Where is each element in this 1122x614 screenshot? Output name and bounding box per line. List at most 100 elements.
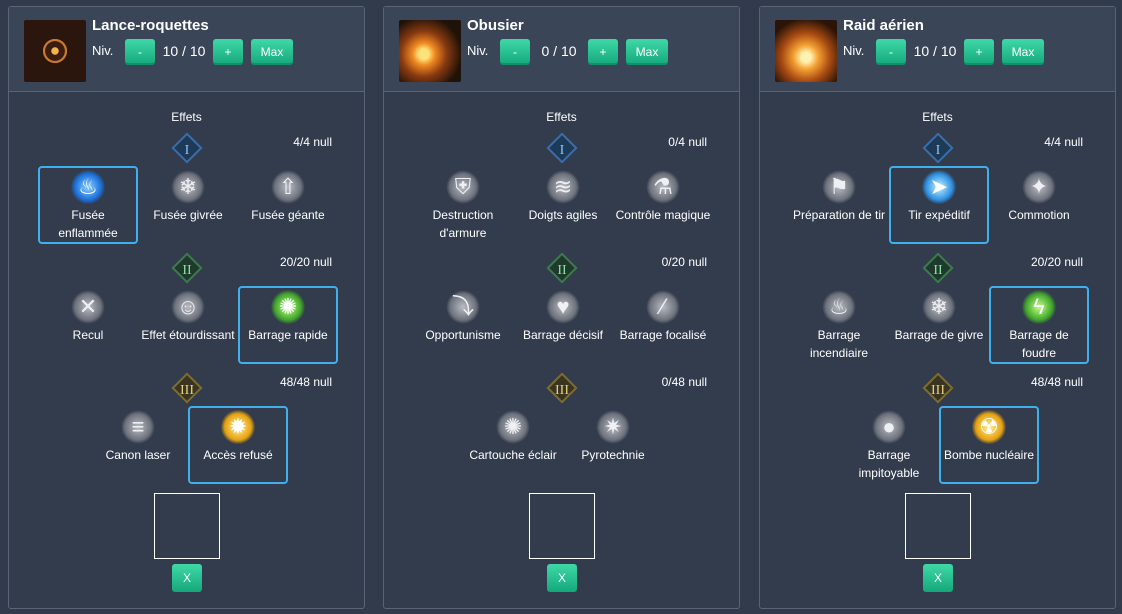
skill-option[interactable]: ⚑Préparation de tir xyxy=(789,166,889,244)
tier-point-count: 0/4 null xyxy=(668,135,707,149)
level-increase-button[interactable]: + xyxy=(213,39,243,65)
effects-heading: Effets xyxy=(171,110,202,124)
tier-numeral: I xyxy=(559,142,565,158)
skill-title: Lance-roquettes xyxy=(92,17,209,34)
skill-option[interactable]: ⛨Destruction d'armure xyxy=(413,166,513,244)
skill-option[interactable]: ♥ Barrage décisif xyxy=(513,286,613,364)
skill-option[interactable]: ≡Canon laser xyxy=(88,406,188,484)
skill-option[interactable]: ✺ Barrage rapide xyxy=(238,286,338,364)
heart-bar-icon: ♥ xyxy=(546,290,580,324)
skill-option[interactable]: ⇧ Fusée géante xyxy=(238,166,338,244)
skill-option[interactable]: ✦Commotion xyxy=(989,166,1089,244)
skill-option[interactable]: ✷ Pyrotechnie xyxy=(563,406,663,484)
clear-slot-button[interactable]: X xyxy=(547,564,577,592)
skill-option[interactable]: ➤Tir expéditif xyxy=(889,166,989,244)
tier-1-badge-icon: I xyxy=(171,132,203,164)
skill-option-label: Barrage décisif xyxy=(522,328,604,342)
level-decrease-button[interactable]: - xyxy=(125,39,155,65)
clear-slot-button[interactable]: X xyxy=(923,564,953,592)
tier-point-count: 4/4 null xyxy=(1044,135,1083,149)
snowflake-icon: ❄ xyxy=(922,290,956,324)
level-value: 0 / 10 xyxy=(541,43,577,59)
level-label: Niv. xyxy=(843,43,865,58)
falling-figure-icon: ⤵ xyxy=(446,290,480,324)
skill-option-label: Fusée enflammée xyxy=(58,208,118,240)
tier-numeral: I xyxy=(184,142,190,158)
level-max-button[interactable]: Max xyxy=(1002,39,1044,65)
rune-slot[interactable] xyxy=(529,493,595,559)
tier-numeral: II xyxy=(557,262,567,278)
bomb-cluster-icon: ● xyxy=(872,410,906,444)
fire-icon: ♨ xyxy=(822,290,856,324)
skill-option[interactable]: ● Barrage impitoyable xyxy=(839,406,939,484)
skill-option[interactable]: ❄ Barrage de givre xyxy=(889,286,989,364)
skill-option-label: Opportunisme xyxy=(425,328,501,342)
tier-point-count: 0/48 null xyxy=(661,375,707,389)
tier-2-badge-icon: II xyxy=(922,252,954,284)
skill-option-label: Canon laser xyxy=(105,448,171,462)
skill-option[interactable]: ✹Accès refusé xyxy=(188,406,288,484)
skill-option[interactable]: ⚗Contrôle magique xyxy=(613,166,713,244)
rune-slot[interactable] xyxy=(154,493,220,559)
tier-2-badge-icon: II xyxy=(171,252,203,284)
level-max-button[interactable]: Max xyxy=(251,39,293,65)
skill-option-label: Bombe nucléaire xyxy=(943,448,1035,462)
green-barrage-icon: ✺ xyxy=(271,290,305,324)
clear-slot-button[interactable]: X xyxy=(172,564,202,592)
skill-option[interactable]: ☢Bombe nucléaire xyxy=(939,406,1039,484)
level-increase-button[interactable]: + xyxy=(588,39,618,65)
flash-burst-icon: ✺ xyxy=(496,410,530,444)
skill-option[interactable]: ⤵ Opportunisme xyxy=(413,286,513,364)
tier-numeral: II xyxy=(933,262,943,278)
skill-option[interactable]: ☺ Effet étourdissant xyxy=(138,286,238,364)
tier-point-count: 48/48 null xyxy=(1030,375,1083,389)
effects-heading: Effets xyxy=(922,110,953,124)
effects-heading: Effets xyxy=(546,110,577,124)
tier-point-count: 0/20 null xyxy=(661,255,707,269)
potion-flask-icon: ⚗ xyxy=(646,170,680,204)
level-decrease-button[interactable]: - xyxy=(876,39,906,65)
tier-1-badge-icon: I xyxy=(546,132,578,164)
skill-title: Raid aérien xyxy=(843,17,924,34)
level-max-button[interactable]: Max xyxy=(626,39,668,65)
level-decrease-button[interactable]: - xyxy=(500,39,530,65)
tier-point-count: 48/48 null xyxy=(279,375,332,389)
skill-option[interactable]: ❄ Fusée givrée xyxy=(138,166,238,244)
snowflake-icon: ❄ xyxy=(171,170,205,204)
level-value: 10 / 10 xyxy=(913,43,957,59)
skill-option[interactable]: ♨ Fusée enflammée xyxy=(38,166,138,244)
skill-option-label: Barrage de givre xyxy=(894,328,984,342)
skill-option-label: Fusée géante xyxy=(251,208,325,222)
sparkle-burst-icon: ✷ xyxy=(596,410,630,444)
level-increase-button[interactable]: + xyxy=(964,39,994,65)
skill-option-label: Barrage impitoyable xyxy=(858,448,920,480)
tier-2-badge-icon: II xyxy=(546,252,578,284)
skill-option-label: Barrage rapide xyxy=(248,328,328,342)
skill-option[interactable]: ⁄Barrage focalisé xyxy=(613,286,713,364)
level-label: Niv. xyxy=(467,43,489,58)
skill-option-label: Effet étourdissant xyxy=(141,328,235,342)
tier-numeral: III xyxy=(555,382,569,398)
giant-rocket-icon: ⇧ xyxy=(271,170,305,204)
level-value: 10 / 10 xyxy=(162,43,206,59)
skill-title: Obusier xyxy=(467,17,524,34)
skill-option[interactable]: ✺Cartouche éclair xyxy=(463,406,563,484)
rune-slot[interactable] xyxy=(905,493,971,559)
skill-option-label: Commotion xyxy=(1008,208,1070,222)
tier-numeral: II xyxy=(182,262,192,278)
skill-option-label: Fusée givrée xyxy=(153,208,223,222)
stunned-person-icon: ☺ xyxy=(171,290,205,324)
tier-1-badge-icon: I xyxy=(922,132,954,164)
blue-flame-icon: ♨ xyxy=(71,170,105,204)
focused-streaks-icon: ⁄ xyxy=(646,290,680,324)
tier-point-count: 20/20 null xyxy=(279,255,332,269)
skill-option[interactable]: ≋Doigts agiles xyxy=(513,166,613,244)
skill-option[interactable]: ✕Recul xyxy=(38,286,138,364)
skill-option-label: Destruction d'armure xyxy=(432,208,494,240)
skill-option[interactable]: ♨Barrage incendiaire xyxy=(789,286,889,364)
skill-option-label: Pyrotechnie xyxy=(581,448,645,462)
